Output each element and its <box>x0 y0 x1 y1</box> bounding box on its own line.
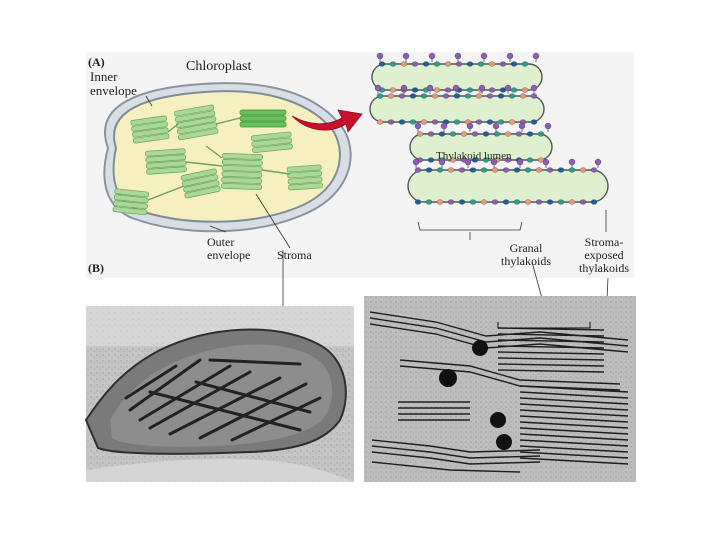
plastoglobule <box>472 340 488 356</box>
chloroplast-micrograph <box>86 306 354 482</box>
thylakoid-micrograph <box>364 296 636 482</box>
plastoglobule <box>439 369 457 387</box>
plastoglobule <box>496 434 512 450</box>
plastoglobule <box>490 412 506 428</box>
